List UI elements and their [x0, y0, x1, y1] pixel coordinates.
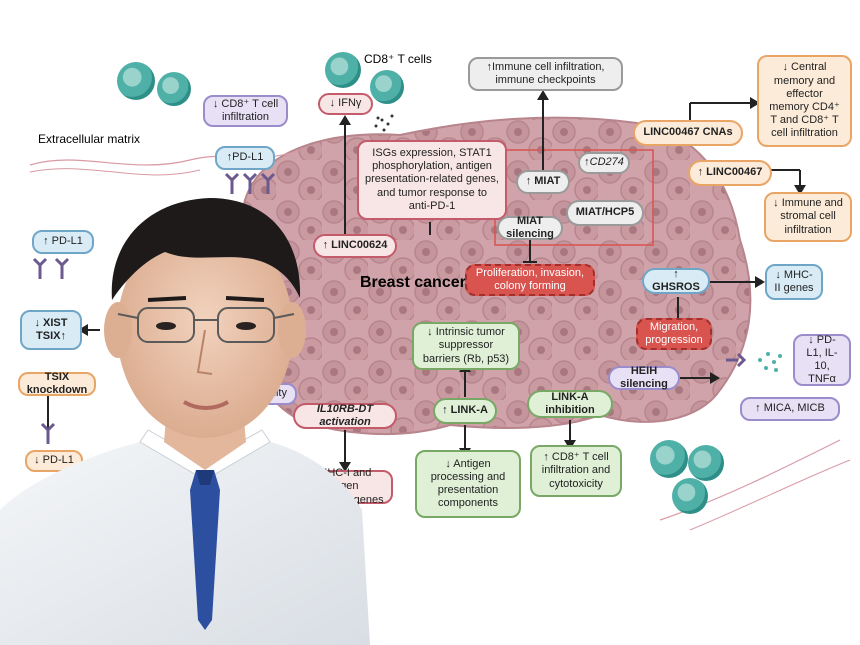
cd274-box: ↑CD274: [578, 152, 630, 174]
immune-cell: [117, 62, 155, 100]
immune-stromal-box: ↓ Immune and stromal cell infiltration: [764, 192, 852, 242]
immune-cell: [672, 478, 708, 514]
mica-box: ↑ MICA, MICB: [740, 397, 840, 421]
antigen-processing-box: ↓ Antigen processing and presentation co…: [415, 450, 521, 518]
miat-up-box: ↑ MIAT: [516, 170, 570, 194]
pdl1-up-top-box: ↑PD-L1: [215, 146, 275, 170]
link-a-up-box: ↑ LINK-A: [433, 398, 497, 424]
xist-tsix-box: ↓ XIST TSIX↑: [20, 310, 82, 350]
il10rb-box: IL10RB-DT activation: [293, 403, 397, 429]
linc00624-box: ↑ LINC00624: [313, 234, 397, 258]
immune-checkpoints-box: ↑Immune cell infiltration, immune checkp…: [468, 57, 623, 91]
immune-cell: [370, 70, 404, 104]
linc00467-up-box: ↑ LINC00467: [688, 160, 772, 186]
pdl1-il10-box: ↓ PD-L1, IL-10, TNFα: [793, 334, 851, 386]
pdl1-down-left-box: ↓ PD-L1: [25, 450, 83, 472]
pdl1-up-left-box: ↑ PD-L1: [32, 230, 94, 254]
cd8-cells-label: CD8⁺ T cells: [364, 52, 432, 66]
breast-cancer-label: Breast cancer: [360, 274, 466, 291]
cd8-infiltration-down-box: ↓ CD8⁺ T cell infiltration: [203, 95, 288, 127]
proliferation-box: Proliferation, invasion, colony forming: [465, 264, 595, 296]
ecm-label: Extracellular matrix: [38, 132, 141, 146]
portrait-photo: [0, 198, 370, 645]
tsix-knockdown-box: TSIX knockdown: [18, 371, 96, 396]
miat-silencing-box: MIAT silencing: [497, 215, 563, 240]
immune-cell: [650, 440, 688, 478]
migration-box: Migration, progression: [636, 318, 712, 350]
ghsros-box: ↑ GHSROS: [642, 268, 710, 294]
linc00467-cnas-box: LINC00467 CNAs: [633, 120, 743, 146]
cd8-cytotox-box: ↑ CD8⁺ T cell infiltration and cytotoxic…: [530, 445, 622, 497]
isgs-box: ISGs expression, STAT1 phosphorylation, …: [357, 140, 507, 220]
central-memory-box: ↓ Central memory and effector memory CD4…: [757, 55, 852, 147]
immune-cell: [157, 72, 191, 106]
mhc-ii-box: ↓ MHC-II genes: [765, 264, 823, 300]
immune-cell: [688, 445, 724, 481]
intrinsic-box: ↓ Intrinsic tumor suppressor barriers (R…: [412, 322, 520, 370]
ifng-down-box: ↓ IFNγ: [318, 93, 373, 115]
miat-hcp5-box: MIAT/HCP5: [566, 200, 644, 226]
heih-box: HEIH silencing: [608, 365, 680, 390]
link-a-inhibition-box: LINK-A inhibition: [527, 390, 613, 418]
immune-cell: [325, 52, 361, 88]
